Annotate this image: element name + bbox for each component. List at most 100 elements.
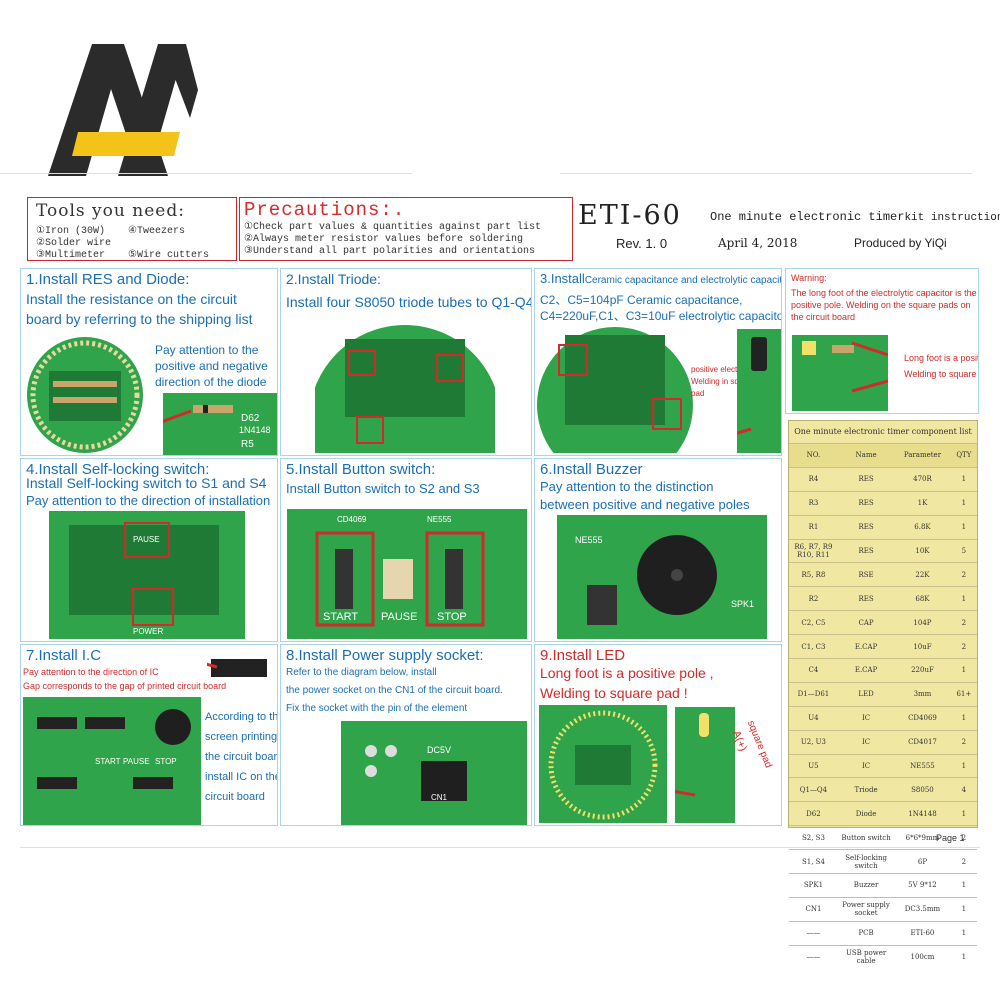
step-title: 5.Install Button switch: xyxy=(286,461,436,478)
pcb-photo xyxy=(341,721,527,825)
table-cell: 1 xyxy=(950,490,977,516)
photo-label: NE555 xyxy=(575,535,603,545)
step-title: 3.InstallCeramic capacitance and electro… xyxy=(540,271,782,286)
table-cell: RES xyxy=(837,466,895,492)
photo-label: POWER xyxy=(133,627,164,636)
column-header: Name xyxy=(837,443,895,468)
table-cell: 5V 9*12 xyxy=(894,873,951,898)
photo-label: PAUSE xyxy=(133,535,160,544)
table-cell: 61+ xyxy=(950,681,977,707)
warning-note: Long foot is a positive pole xyxy=(904,353,978,363)
table-cell: 22K xyxy=(894,562,951,587)
step-title: 9.Install LED xyxy=(540,647,626,664)
table-cell: 470R xyxy=(894,466,951,492)
step-line: board by referring to the shipping list xyxy=(26,311,253,327)
table-cell: IC xyxy=(837,729,895,755)
table-cell: RES xyxy=(837,514,895,540)
step-note: pad xyxy=(691,389,705,398)
pcb-photo xyxy=(315,325,495,453)
producer: Produced by YiQi xyxy=(854,236,947,250)
step-title: 1.Install RES and Diode: xyxy=(26,271,190,288)
table-cell: 4 xyxy=(950,777,977,802)
tool-item: ③Multimeter xyxy=(36,250,105,261)
table-cell: C2, C5 xyxy=(789,610,838,635)
step-line: Refer to the diagram below, install xyxy=(286,667,437,678)
photo-label: START xyxy=(95,757,121,766)
column-header: NO. xyxy=(789,443,838,468)
table-cell: DC3.5mm xyxy=(894,896,951,922)
step-title: 8.Install Power supply socket: xyxy=(286,647,484,664)
table-cell: R1 xyxy=(789,514,838,540)
header-divider-right xyxy=(560,173,972,174)
table-cell: 6P xyxy=(894,849,951,874)
table-cell: SPK1 xyxy=(789,873,838,898)
table-cell: Q1—Q4 xyxy=(789,777,838,802)
table-cell: U2, U3 xyxy=(789,729,838,755)
precaution-line: ②Always meter resistor values before sol… xyxy=(244,234,524,245)
step-line: Fix the socket with the pin of the eleme… xyxy=(286,703,468,714)
table-cell: R2 xyxy=(789,586,838,611)
step-3-panel: 3.InstallCeramic capacitance and electro… xyxy=(534,268,782,456)
table-cell: ETI-60 xyxy=(894,920,951,946)
table-cell: 104P xyxy=(894,610,951,635)
photo-label: R5 xyxy=(241,439,254,450)
step-7-panel: 7.Install I.C Pay attention to the direc… xyxy=(20,644,278,826)
step-5-panel: 5.Install Button switch: Install Button … xyxy=(280,458,532,642)
photo-label: SPK1 xyxy=(731,599,755,609)
table-cell: 1 xyxy=(950,753,977,778)
table-cell: RES xyxy=(837,586,895,611)
pcb-photo xyxy=(23,697,201,825)
table-cell: 1 xyxy=(950,873,977,898)
step-line: Long foot is a positive pole , xyxy=(540,665,714,681)
step-title: 6.Install Buzzer xyxy=(540,461,643,478)
photo-label: CD4069 xyxy=(337,515,367,524)
table-cell: NE555 xyxy=(894,753,951,778)
photo-label: START xyxy=(323,611,359,623)
step-line: Install four S8050 triode tubes to Q1-Q4 xyxy=(286,294,532,310)
revision-date: April 4, 2018 xyxy=(718,236,798,250)
step-title: 2.Install Triode: xyxy=(286,271,381,287)
step-6-panel: 6.Install Buzzer Pay attention to the di… xyxy=(534,458,782,642)
table-cell: LED xyxy=(837,681,895,707)
table-cell: C4 xyxy=(789,658,838,683)
column-header: Parameter xyxy=(894,443,951,468)
step-title-suffix: Ceramic capacitance and electrolytic cap… xyxy=(584,275,782,286)
footer-divider xyxy=(20,847,980,848)
table-cell: 68K xyxy=(894,586,951,611)
table-cell: Self-locking switch xyxy=(837,849,895,874)
step-note: positive and negative xyxy=(155,359,268,373)
step-9-panel: 9.Install LED Long foot is a positive po… xyxy=(534,644,782,826)
table-cell: IC xyxy=(837,705,895,731)
table-cell: 2 xyxy=(950,729,977,755)
step-1-panel: 1.Install RES and Diode: Install the res… xyxy=(20,268,278,456)
step-2-panel: 2.Install Triode: Install four S8050 tri… xyxy=(280,268,532,456)
photo-label: STOP xyxy=(437,611,467,623)
table-cell: C1, C3 xyxy=(789,634,838,659)
step-note: install IC on the xyxy=(205,771,278,783)
photo-label: STOP xyxy=(155,757,177,766)
table-cell: Button switch xyxy=(837,825,895,850)
table-cell: 1 xyxy=(950,896,977,922)
header-divider-left xyxy=(0,173,412,174)
table-cell: —— xyxy=(789,920,838,946)
table-cell: CD4069 xyxy=(894,705,951,731)
table-cell: 220uF xyxy=(894,658,951,683)
tool-item: ⑤Wire cutters xyxy=(128,250,209,261)
warning-text: The long foot of the electrolytic capaci… xyxy=(791,288,977,322)
warning-note: Welding to square pad ! xyxy=(904,369,978,379)
table-cell: 2 xyxy=(950,634,977,659)
step-line: C2、C5=104pF Ceramic capacitance, xyxy=(540,293,743,307)
tool-item: ④Tweezers xyxy=(128,226,185,237)
step-line: Pay attention to the distinction xyxy=(540,479,714,494)
